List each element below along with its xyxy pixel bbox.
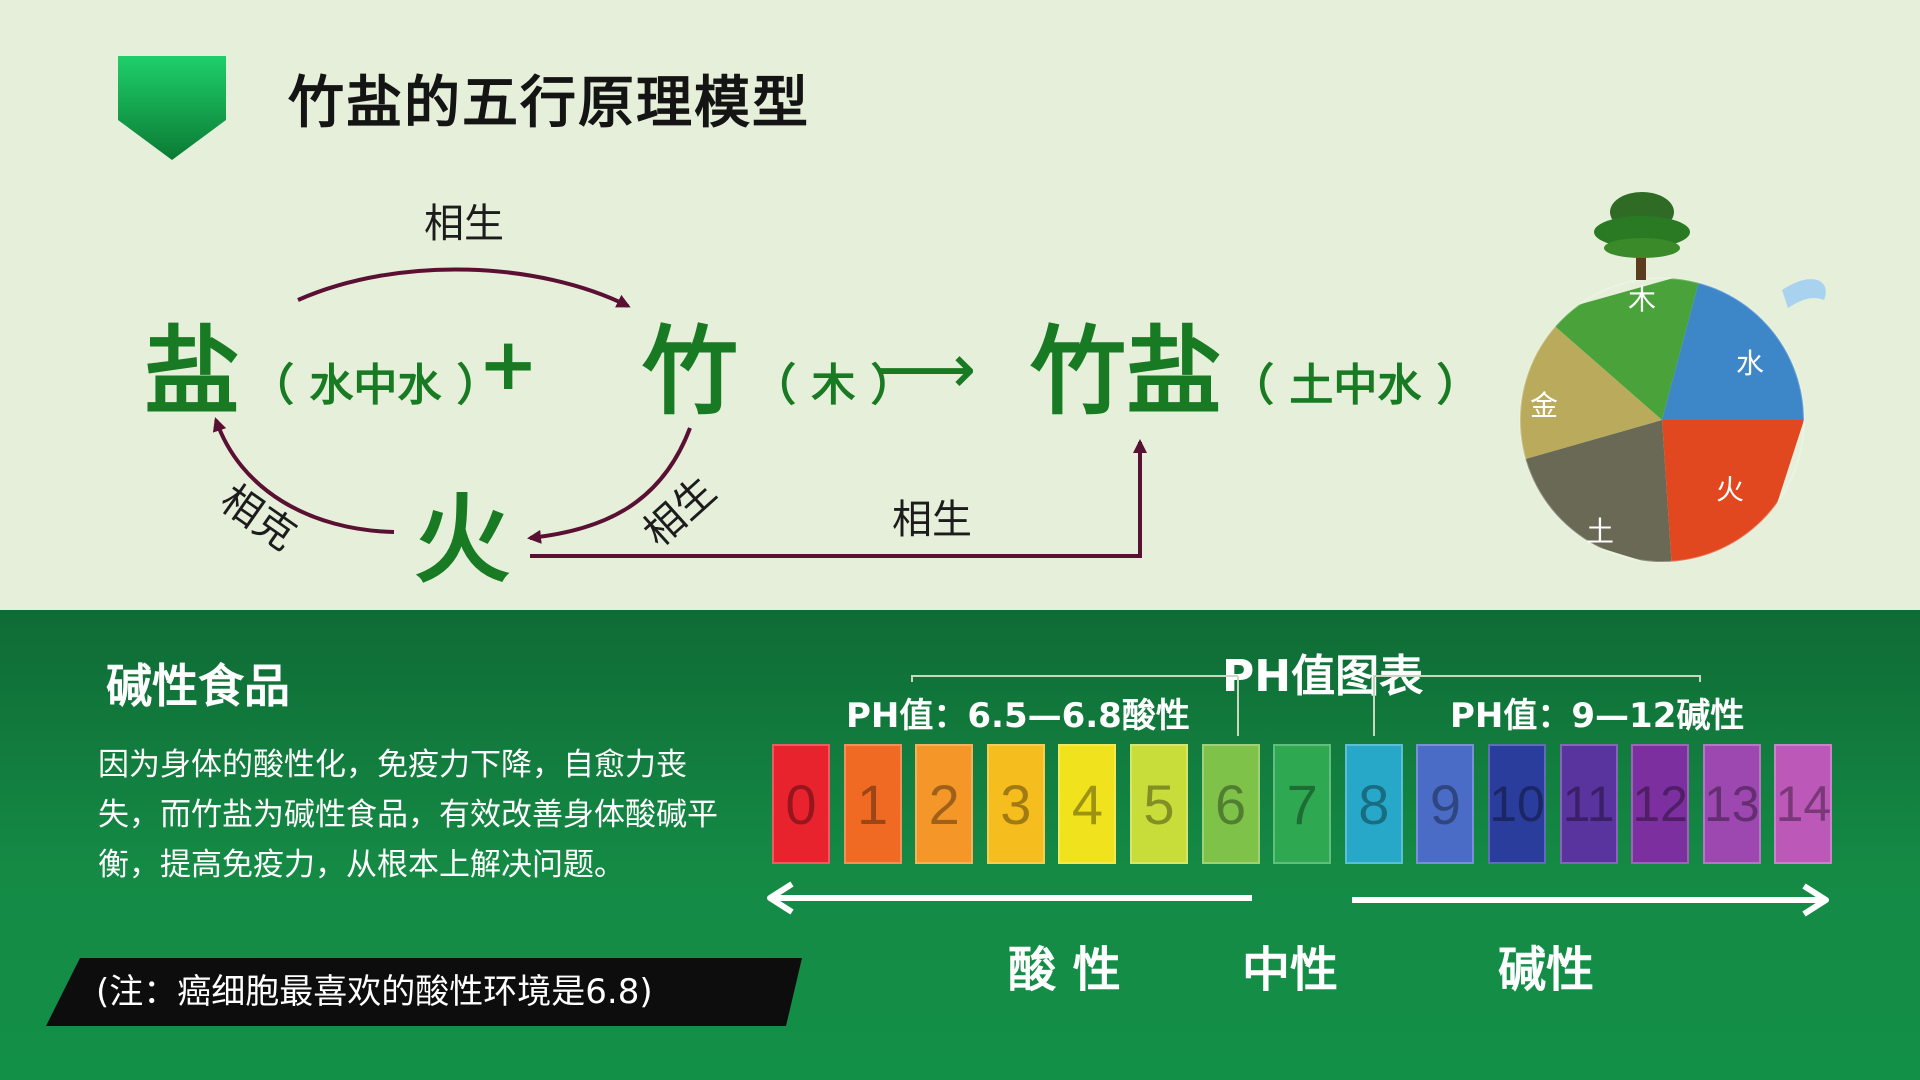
ph-cell-7: 7 (1273, 744, 1332, 864)
globe-label-fire: 火 (1716, 473, 1745, 506)
bamboo-char: 竹 (642, 316, 738, 428)
ph-cell-11: 11 (1559, 744, 1618, 864)
acid-word: 酸 性 (1008, 942, 1121, 998)
cycle-arrows (212, 267, 1147, 558)
note-banner (46, 958, 802, 1026)
neutral-word: 中性 (1242, 942, 1339, 998)
globe-label-water: 水 (1736, 347, 1765, 380)
arc-top-arrow (297, 267, 631, 308)
globe-label-metal: 金 (1530, 389, 1559, 422)
bottom-line-arrow (530, 439, 1147, 558)
label-generate-top: 相生 (424, 201, 504, 247)
yields-arrow: ⟶ (876, 328, 977, 410)
ph-cell-4: 4 (1058, 744, 1117, 864)
ph-cell-2: 2 (915, 744, 974, 864)
note-text: (注：癌细胞最喜欢的酸性环境是6.8) (96, 972, 653, 1012)
ph-cell-12: 12 (1631, 744, 1690, 864)
arc-left-arrow (212, 417, 395, 534)
salt-note: （ 水中水 ） (250, 360, 501, 411)
ph-cell-3: 3 (986, 744, 1045, 864)
ph-cell-0: 0 (772, 744, 830, 864)
ph-cell-8: 8 (1344, 744, 1403, 864)
salt-char: 盐 (144, 316, 240, 428)
plus-sign: + (478, 322, 539, 406)
globe-label-wood: 木 (1628, 283, 1657, 316)
arc-right-arrow (527, 427, 692, 544)
ph-cell-13: 13 (1702, 744, 1761, 864)
section-body: 因为身体的酸性化，免疫力下降，自愈力丧失，而竹盐为碱性食品，有效改善身体酸碱平衡… (98, 747, 718, 883)
globe-label-earth: 土 (1586, 515, 1615, 548)
section-title: 碱性食品 (106, 659, 290, 713)
label-generate-bottom: 相生 (892, 497, 972, 543)
ph-cell-14: 14 (1774, 744, 1833, 864)
bamboo-salt-chars: 竹盐 (1030, 316, 1222, 428)
page-title: 竹盐的五行原理模型 (288, 71, 810, 136)
ph-cell-5: 5 (1130, 744, 1188, 864)
fire-char: 火 (414, 484, 510, 596)
five-elements-globe-icon (1519, 192, 1826, 563)
alkaline-word: 碱性 (1498, 942, 1595, 998)
ph-cell-6: 6 (1201, 744, 1260, 864)
bamboo-note: （ 木 ） (752, 360, 915, 411)
bamboo-salt-note: （ 土中水 ） (1230, 360, 1481, 411)
shield-marker-icon (118, 56, 226, 160)
ph-acid-label: PH值：6.5—6.8酸性 (846, 696, 1190, 736)
ph-cell-10: 10 (1488, 744, 1546, 864)
ph-cell-1: 1 (843, 744, 902, 864)
ph-cell-9: 9 (1416, 744, 1475, 864)
ph-alkaline-label: PH值：9—12碱性 (1450, 696, 1745, 736)
